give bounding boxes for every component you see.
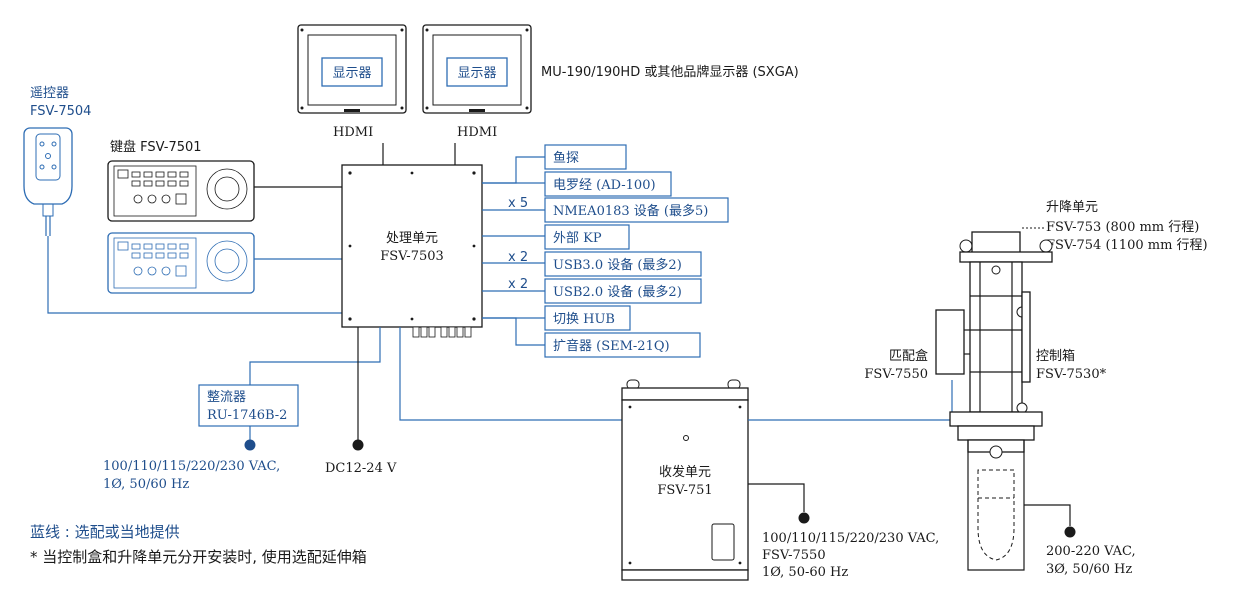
peripheral-nmea: NMEA0183 设备 (最多5) x 5	[508, 196, 729, 223]
peripheral-label: 鱼探	[553, 150, 579, 166]
hoist-unit	[935, 231, 1053, 571]
transceiver-title: 收发单元	[659, 464, 711, 480]
processor-unit	[341, 164, 483, 338]
peripheral-switching-hub: 切换 HUB	[544, 305, 631, 331]
matching-box-title: 匹配盒	[889, 348, 928, 364]
control-box-model: FSV-7530*	[1036, 367, 1107, 382]
multiplier-label: x 5	[508, 196, 528, 211]
monitor-2-label: 显示器	[457, 66, 496, 81]
keyboard-2	[107, 232, 255, 294]
legend-blue-line: 蓝线 : 选配或当地提供	[30, 523, 180, 541]
peripheral-label: USB3.0 设备 (最多2)	[553, 257, 682, 273]
processor-title: 处理单元	[386, 231, 438, 246]
hoist-title: 升降单元	[1046, 200, 1098, 215]
hoist-power-1: 200-220 VAC,	[1046, 544, 1136, 559]
rectifier-box: 整流器 RU-1746B-2	[198, 384, 299, 427]
legend-note: * 当控制盒和升降单元分开安装时, 使用选配延伸箱	[30, 548, 367, 566]
peripheral-label: 切换 HUB	[553, 312, 615, 327]
matching-box-model: FSV-7550	[864, 367, 928, 382]
monitor-1: 显示器	[297, 24, 407, 114]
peripheral-label: 电罗经 (AD-100)	[553, 178, 656, 193]
hoist-model-2: FSV-754 (1100 mm 行程)	[1046, 238, 1208, 253]
processor-model: FSV-7503	[380, 249, 444, 264]
control-box-title: 控制箱	[1036, 348, 1075, 364]
monitor-2: 显示器	[422, 24, 532, 114]
peripheral-label: 扩音器 (SEM-21Q)	[553, 338, 670, 354]
rectifier-power: 100/110/115/220/230 VAC,	[103, 459, 280, 474]
peripheral-label: 外部 KP	[553, 231, 602, 246]
peripheral-usb2: USB2.0 设备 (最多2) x 2	[508, 277, 702, 304]
rectifier-model: RU-1746B-2	[207, 408, 287, 423]
hoist-power-dot	[1064, 526, 1076, 538]
monitor-1-label: 显示器	[332, 66, 371, 81]
transceiver-unit	[621, 379, 749, 581]
dc-power-dot	[352, 439, 364, 451]
hoist-model-1: FSV-753 (800 mm 行程)	[1046, 220, 1199, 235]
rectifier-power-dot	[244, 439, 256, 451]
peripheral-label: NMEA0183 设备 (最多5)	[553, 203, 708, 219]
peripheral-label: USB2.0 设备 (最多2)	[553, 284, 682, 300]
transceiver-power-2: FSV-7550	[762, 548, 826, 563]
transceiver-power-dot	[798, 512, 810, 524]
hdmi-label-2: HDMI	[457, 125, 497, 140]
dc-label: DC12-24 V	[325, 461, 397, 476]
keyboard-1	[107, 160, 255, 222]
monitor-model-note: MU-190/190HD 或其他品牌显示器 (SXGA)	[541, 64, 799, 80]
hoist-power-2: 3Ø, 50/60 Hz	[1046, 562, 1132, 577]
remote-controller	[23, 127, 73, 236]
transceiver-power-3: 1Ø, 50-60 Hz	[762, 565, 848, 580]
peripheral-external-kp: 外部 KP	[544, 224, 630, 250]
peripheral-gyro: 电罗经 (AD-100)	[544, 171, 672, 197]
rectifier-power-2: 1Ø, 50/60 Hz	[103, 477, 189, 492]
hdmi-label-1: HDMI	[333, 125, 373, 140]
keyboard-label: 键盘 FSV-7501	[110, 139, 202, 155]
remote-title: 遥控器	[30, 86, 69, 101]
rectifier-title: 整流器	[207, 390, 246, 405]
remote-model: FSV-7504	[30, 104, 91, 119]
transceiver-model: FSV-751	[657, 483, 712, 498]
multiplier-label: x 2	[508, 250, 528, 265]
multiplier-label: x 2	[508, 277, 528, 292]
transceiver-power-1: 100/110/115/220/230 VAC,	[762, 531, 939, 546]
peripheral-fish-finder: 鱼探	[544, 144, 627, 170]
peripheral-speaker: 扩音器 (SEM-21Q)	[544, 332, 701, 358]
peripheral-usb3: USB3.0 设备 (最多2) x 2	[508, 250, 702, 277]
